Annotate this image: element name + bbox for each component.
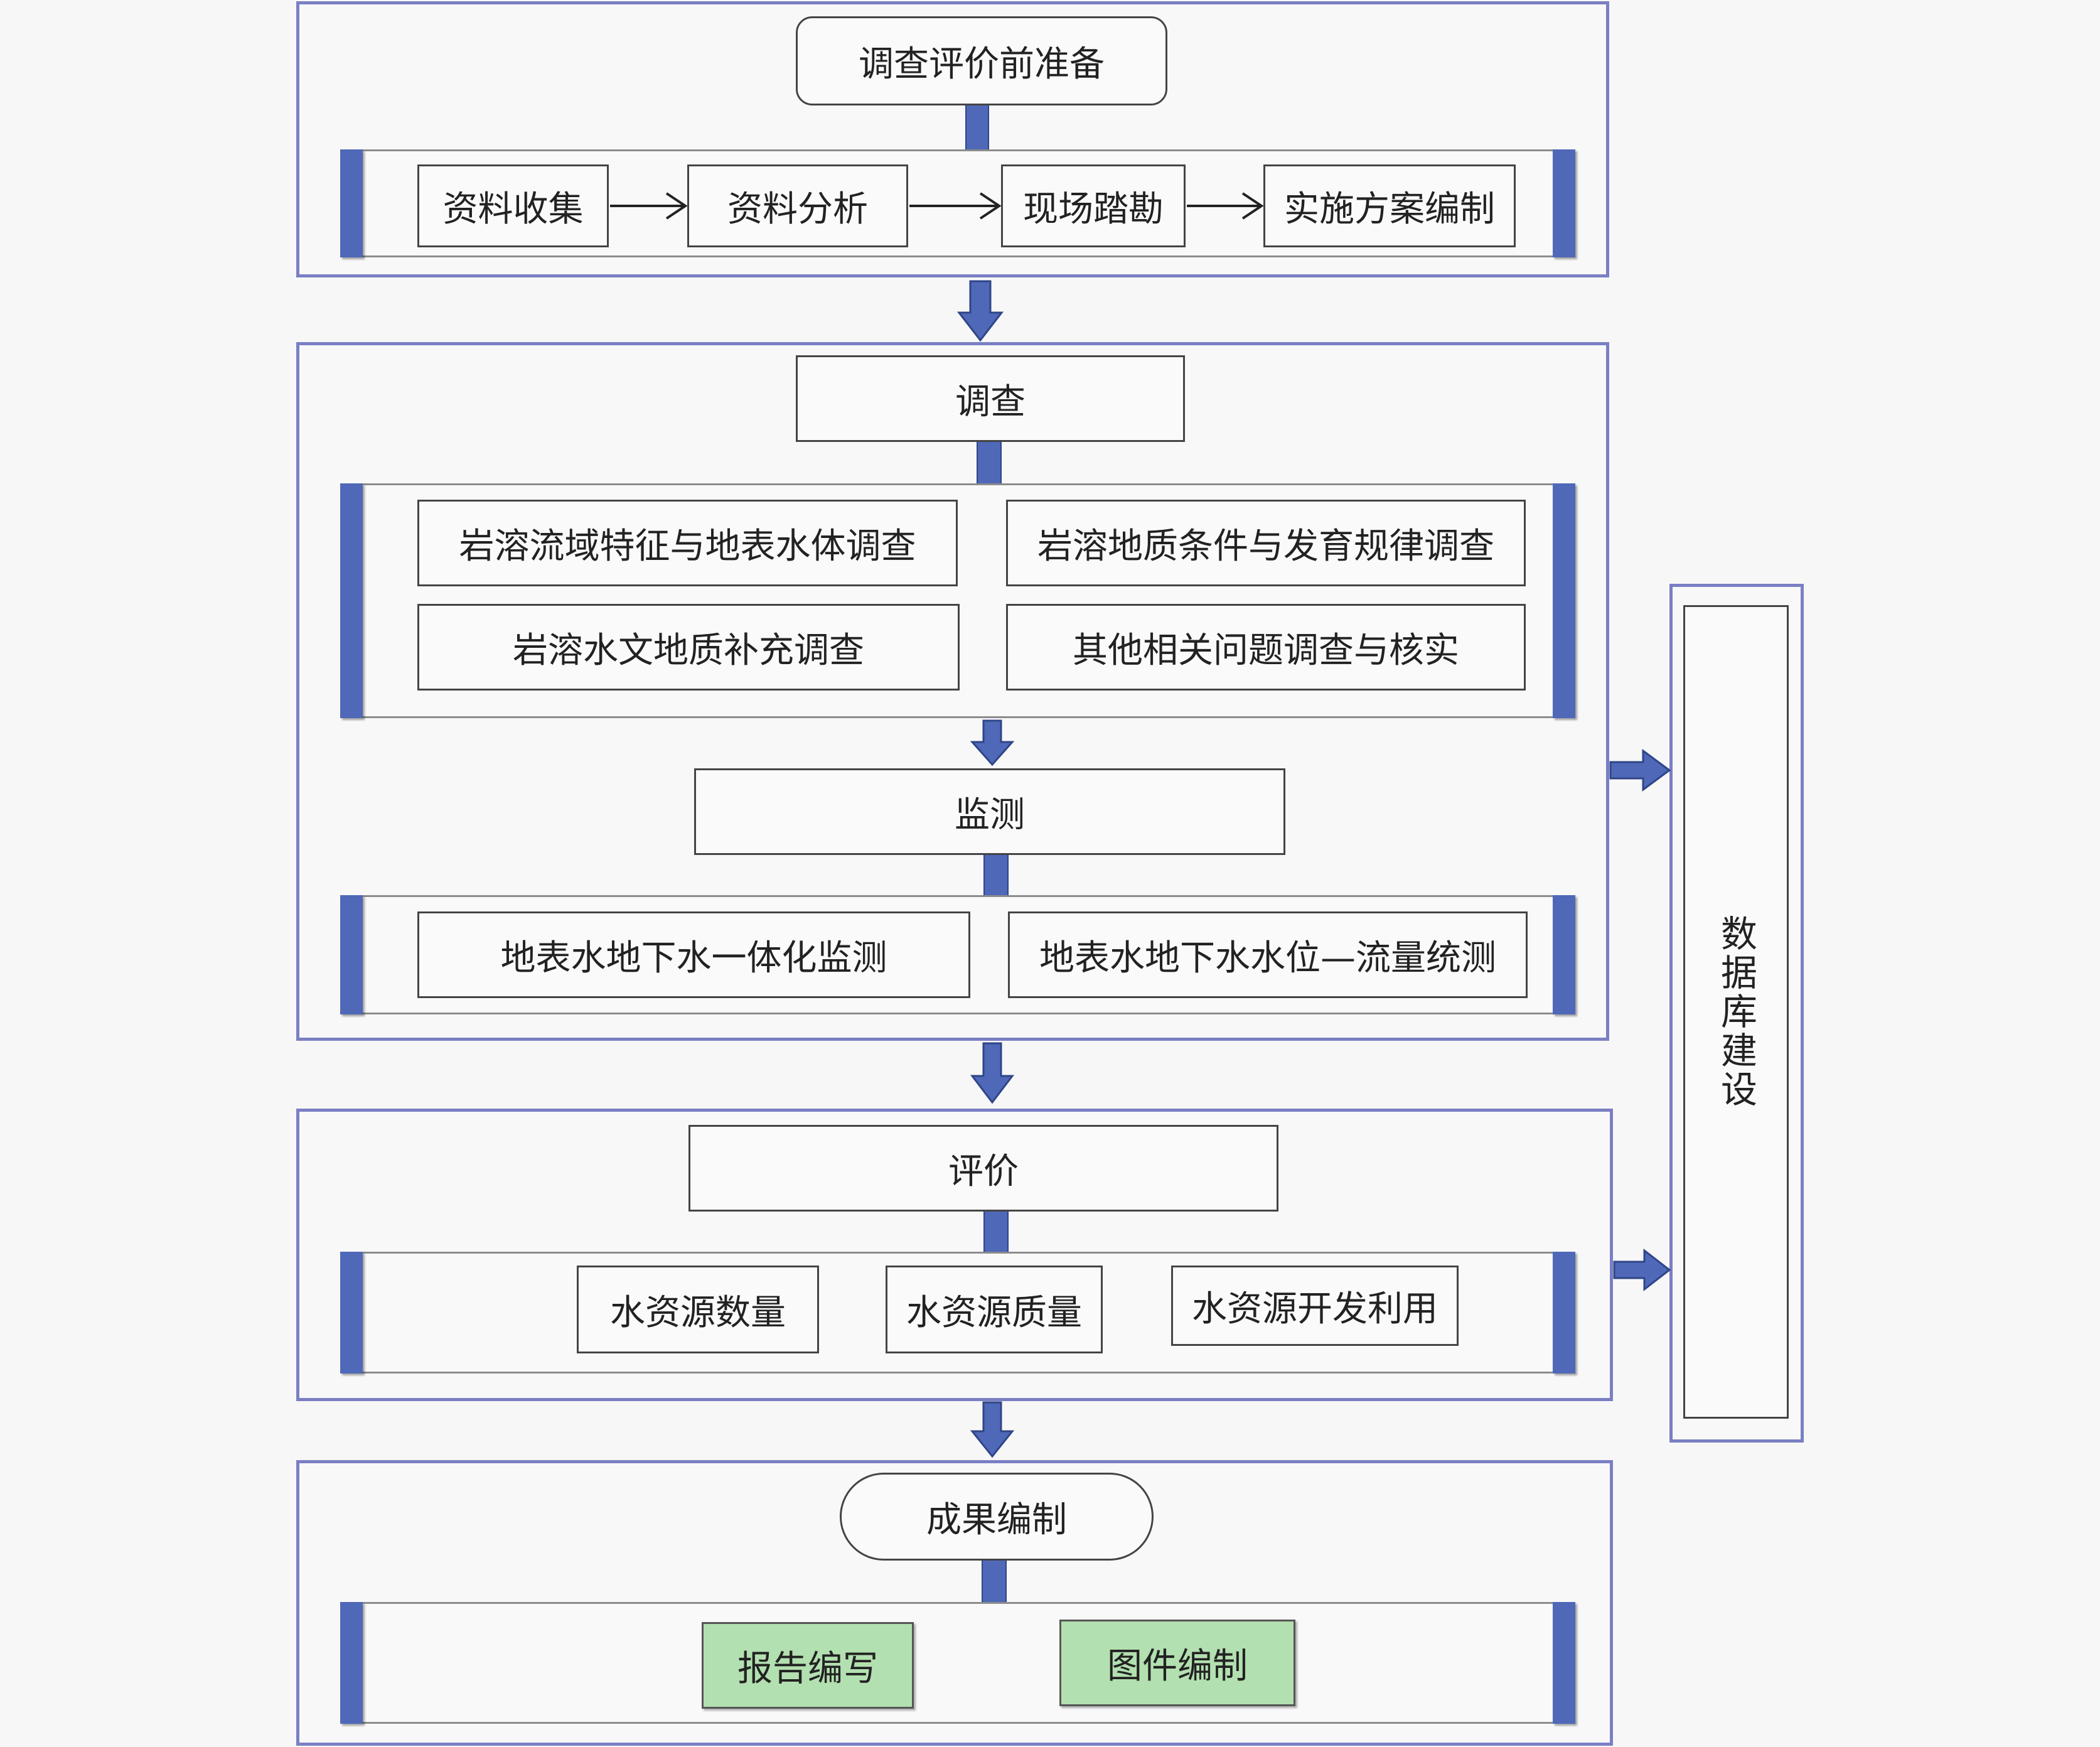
right-arrow: [1609, 749, 1671, 792]
preparation-title-box: 调查评价前准备: [796, 16, 1167, 105]
connector: [977, 442, 1002, 483]
output-title-box: 成果编制: [840, 1473, 1154, 1561]
down-arrow: [970, 719, 1015, 766]
band-right-bar: [1553, 483, 1575, 718]
step-data-collection: 资料收集: [417, 164, 609, 247]
step-field-survey: 现场踏勘: [1001, 164, 1186, 247]
output-items-band: [340, 1602, 1575, 1724]
monitor-title-box: 监测: [694, 768, 1285, 855]
step-data-analysis: 资料分析: [687, 164, 908, 247]
survey-item-other: 其他相关问题调查与核实: [1006, 604, 1526, 691]
survey-title-box: 调查: [796, 355, 1185, 442]
evaluation-item-utilization: 水资源开发利用: [1171, 1266, 1459, 1346]
band-left-bar: [340, 1252, 363, 1373]
band-left-bar: [340, 483, 363, 718]
down-arrow: [970, 1401, 1015, 1458]
connector: [983, 855, 1009, 895]
band-right-bar: [1553, 1602, 1575, 1724]
down-arrow: [956, 280, 1004, 342]
down-arrow: [970, 1042, 1015, 1104]
band-right-bar: [1553, 149, 1575, 257]
band-left-bar: [340, 149, 363, 257]
output-item-report: 报告编写: [702, 1622, 914, 1709]
survey-item-hydrogeology: 岩溶水文地质补充调查: [417, 604, 960, 691]
database-label: 数据库建设: [1715, 915, 1757, 1109]
evaluation-item-quality: 水资源质量: [886, 1266, 1103, 1353]
band-left-bar: [340, 1602, 363, 1724]
evaluation-item-quantity: 水资源数量: [577, 1266, 819, 1353]
right-arrow: [1613, 1248, 1671, 1292]
evaluation-title-box: 评价: [688, 1125, 1278, 1212]
connector: [983, 1212, 1009, 1252]
survey-item-basin: 岩溶流域特征与地表水体调查: [417, 500, 958, 586]
monitor-item-level-flow: 地表水地下水水位—流量统测: [1008, 911, 1528, 998]
output-item-maps: 图件编制: [1059, 1620, 1295, 1706]
step-plan-writing: 实施方案编制: [1263, 164, 1516, 247]
connector: [965, 105, 989, 149]
band-right-bar: [1553, 895, 1575, 1014]
connector: [982, 1561, 1007, 1602]
monitor-item-integrated: 地表水地下水一体化监测: [417, 911, 970, 998]
survey-item-geology: 岩溶地质条件与发育规律调查: [1006, 500, 1526, 586]
band-left-bar: [340, 895, 363, 1014]
database-inner-box: 数据库建设: [1683, 605, 1789, 1419]
band-right-bar: [1553, 1252, 1575, 1373]
